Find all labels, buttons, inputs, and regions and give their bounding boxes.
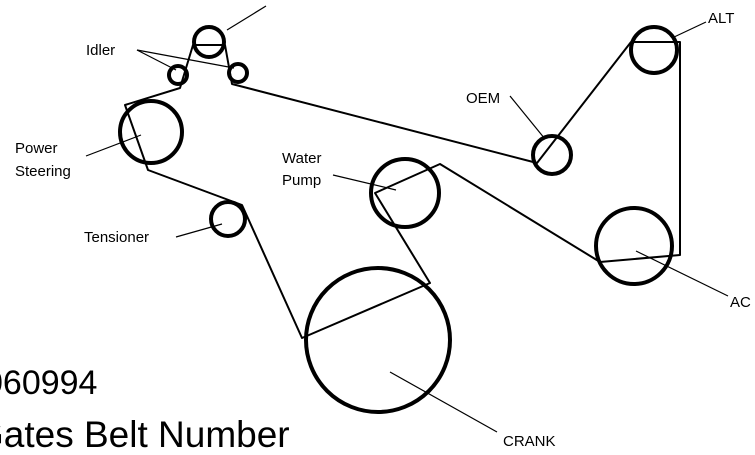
alt-pulley — [629, 25, 679, 75]
crank-leader-line — [389, 371, 498, 433]
serpentine-belt — [124, 41, 681, 339]
idler-top-pulley — [192, 25, 226, 59]
tensioner-pulley — [209, 200, 247, 238]
oem-label: OEM — [466, 90, 500, 107]
crank-label: CRANK — [503, 433, 556, 450]
top-leader-line — [226, 5, 267, 31]
water-pump-label-line2: Pump — [282, 172, 321, 189]
oem-pulley — [531, 134, 573, 176]
belt-caption: Gates Belt Number — [0, 414, 290, 455]
ac-leader-line — [635, 250, 729, 297]
alt-label: ALT — [708, 10, 734, 27]
water-pump-label-line1: Water — [282, 150, 321, 167]
water-pump-pulley — [369, 157, 441, 229]
idler-right-pulley — [227, 62, 249, 84]
water-pump-leader-line — [332, 174, 397, 191]
alt-leader-line — [671, 21, 707, 39]
oem-leader-line — [509, 95, 546, 140]
idler-leader-left — [136, 49, 177, 71]
belt-number: 060994 — [0, 364, 97, 402]
power-steering-pulley — [118, 99, 184, 165]
ac-label: AC — [730, 294, 751, 311]
crank-pulley — [304, 266, 452, 414]
ac-pulley — [594, 206, 674, 286]
tensioner-leader-line — [175, 223, 223, 238]
power-steering-label-line2: Steering — [15, 163, 71, 180]
power-steering-label-line1: Power — [15, 140, 58, 157]
idler-label: Idler — [86, 42, 115, 59]
idler-left-pulley — [167, 64, 189, 86]
tensioner-label: Tensioner — [84, 229, 149, 246]
power-steering-leader-line — [85, 134, 142, 157]
idler-leader-right — [136, 49, 235, 69]
